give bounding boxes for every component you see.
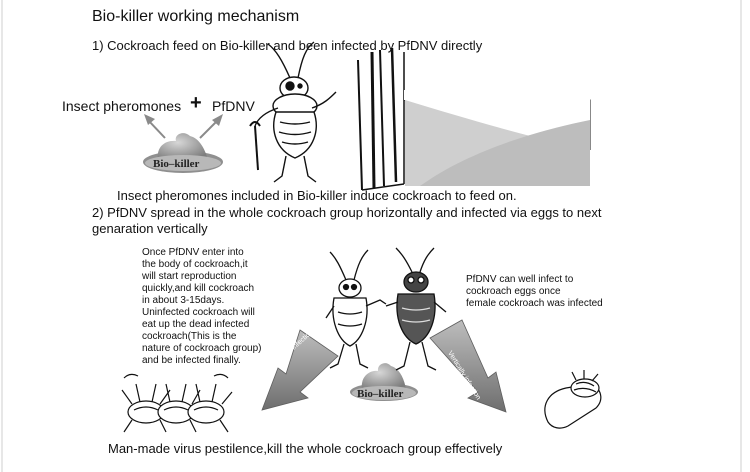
step1-heading: 1) Cockroach feed on Bio-killer and been… xyxy=(92,38,483,53)
step1-caption: Insect pheromones included in Bio-killer… xyxy=(117,188,517,203)
cockroach-with-cane-icon xyxy=(249,41,337,183)
note-line: Once PfDNV enter into xyxy=(142,247,244,258)
pfdnv-label: PfDNV xyxy=(212,98,255,114)
note-line: quickly,and kill cockroach xyxy=(142,283,255,294)
note-line: female cockroach was infected xyxy=(466,298,603,309)
note-line: Uninfected cockroach will xyxy=(142,307,255,318)
footer-summary: Man-made virus pestilence,kill the whole… xyxy=(108,441,503,456)
plus-sign: + xyxy=(190,92,202,114)
note-line: and be infected finally. xyxy=(142,355,241,366)
step2-heading: 2) PfDNV spread in the whole cockroach g… xyxy=(92,205,602,236)
vertical-infection-arrow xyxy=(429,319,507,413)
doorway-illustration xyxy=(357,47,591,191)
note-line: PfDNV can well infect to xyxy=(466,274,574,285)
bio-killer-bait-middle xyxy=(350,363,418,401)
horizontal-infection-arrow xyxy=(261,329,339,411)
bio-killer-label-middle: Bio–killer xyxy=(357,388,404,400)
pfdnv-arrow-right xyxy=(199,114,223,139)
note-line: in about 3-15days. xyxy=(142,295,225,306)
dead-cockroaches-icon xyxy=(121,373,233,433)
note-line: cockroach(This is the xyxy=(142,331,237,342)
note-line: cockroach eggs once xyxy=(466,286,561,297)
note-line: will start reproduction xyxy=(142,271,237,282)
note-line: nature of cockroach group) xyxy=(142,343,262,354)
bio-killer-bait-top xyxy=(143,133,223,173)
floor-shadow-dark xyxy=(420,120,590,186)
pheromones-label: Insect pheromones xyxy=(62,98,182,114)
cockroach-pair-icon xyxy=(325,247,447,371)
bio-killer-label-top: Bio–killer xyxy=(153,158,200,170)
page-title: Bio-killer working mechanism xyxy=(92,8,300,25)
pheromone-arrow-left xyxy=(144,114,166,139)
note-line: the body of cockroach,it xyxy=(142,259,248,270)
left-explanation-note: Once PfDNV enter into the body of cockro… xyxy=(142,247,282,367)
right-explanation-note: PfDNV can well infect to cockroach eggs … xyxy=(466,274,636,310)
egg-case-icon xyxy=(544,370,602,429)
note-line: eat up the dead infected xyxy=(142,319,250,330)
